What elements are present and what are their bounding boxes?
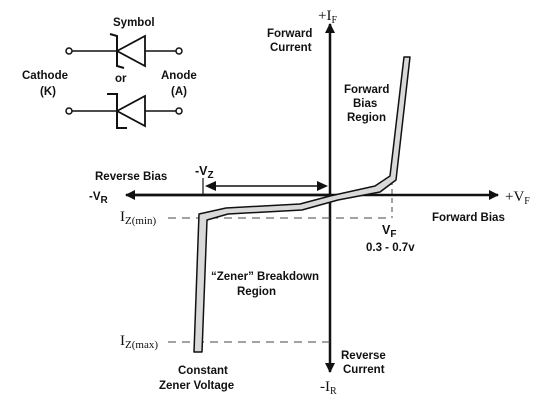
reverse-bias-label: Reverse Bias [95, 171, 167, 183]
izmax-marker-label: IZ(max) [120, 333, 158, 351]
anode-label: Anode [161, 70, 197, 82]
forward-current-label-1: Forward [267, 28, 312, 40]
vz-marker-label: -VZ [195, 164, 214, 181]
neg-voltage-axis-label: -VR [89, 191, 109, 206]
zener-symbol-icon [65, 33, 183, 69]
diode-symbol-group: Symbol or Cathode (K) Anode (A) [22, 17, 197, 129]
pos-current-axis-label: +IF [318, 8, 337, 26]
forward-region-label-2: Bias [353, 98, 377, 110]
vz-span-arrow [205, 181, 328, 191]
forward-bias-label: Forward Bias [432, 212, 505, 224]
cathode-short-label: (K) [40, 86, 56, 98]
zener-symbol-alt-icon [65, 93, 183, 129]
anode-short-label: (A) [171, 86, 187, 98]
forward-region-label-3: Region [347, 112, 386, 124]
zener-iv-curve [193, 56, 411, 353]
vf-marker-label: VF [382, 223, 396, 240]
izmin-marker-label: IZ(min) [120, 209, 156, 227]
neg-current-axis-label: -IR [320, 379, 337, 397]
cathode-label: Cathode [22, 70, 68, 82]
reference-lines [168, 178, 393, 343]
vf-range-label: 0.3 - 0.7v [366, 242, 415, 254]
zener-region-label-2: Region [237, 286, 276, 298]
constant-label-2: Zener Voltage [159, 380, 234, 392]
symbol-title: Symbol [113, 17, 155, 29]
reverse-current-label-2: Current [343, 364, 385, 376]
symbol-or-label: or [115, 73, 127, 85]
reverse-current-label-1: Reverse [341, 350, 386, 362]
forward-current-label-2: Current [270, 42, 312, 54]
zener-region-label-1: “Zener” Breakdown [211, 271, 319, 283]
forward-region-label-1: Forward [344, 84, 389, 96]
pos-voltage-axis-label: +VF [505, 189, 530, 207]
constant-label-1: Constant [178, 365, 228, 377]
